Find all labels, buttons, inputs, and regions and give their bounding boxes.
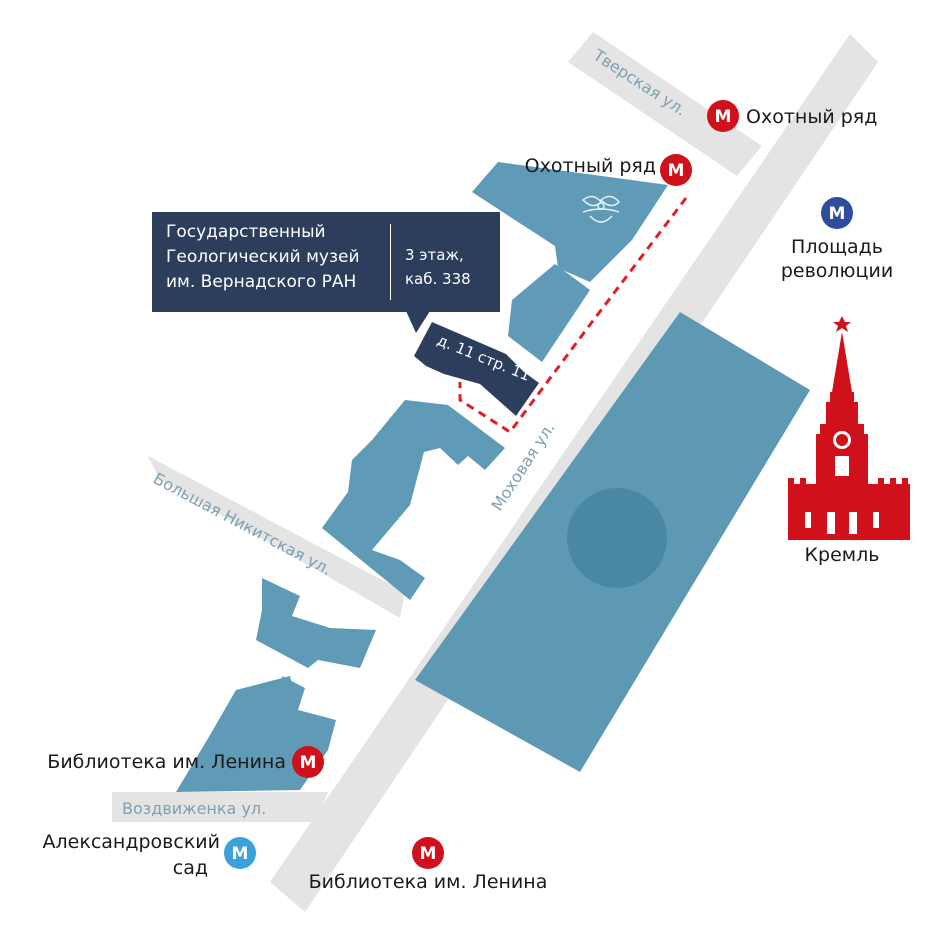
metro-symbol: М — [715, 107, 732, 127]
nikitskaya-road — [148, 456, 405, 618]
metro-marker-okhotny-mid[interactable]: М — [660, 154, 692, 186]
street-label-nikitskaya: Большая Никитская ул. — [150, 469, 335, 579]
museum-building-shape — [414, 322, 539, 416]
park-circle — [567, 488, 667, 588]
station-label-aleksandrovsky-line-1: Александровский — [42, 831, 220, 853]
metro-icon — [412, 837, 444, 869]
museum-emblem-icon — [581, 195, 620, 223]
callout-title-line-2: Геологический музей — [166, 247, 360, 267]
museum-callout: Государственный Геологический музей им. … — [152, 212, 500, 312]
metro-marker-okhotny-top[interactable]: М — [707, 100, 739, 132]
kremlin-label: Кремль — [804, 544, 880, 566]
vozdvizhenka-road — [112, 792, 328, 822]
metro-symbol: М — [668, 161, 685, 181]
metro-marker-ploshchad[interactable]: М — [821, 197, 853, 229]
station-label-okhotny-top: Охотный ряд — [746, 106, 878, 128]
metro-symbol: М — [300, 753, 317, 773]
metro-icon — [224, 837, 256, 869]
metro-marker-aleksandrovsky[interactable]: М — [224, 837, 256, 869]
callout-divider — [390, 224, 391, 300]
tverskaya-road — [568, 32, 762, 176]
metro-symbol: М — [232, 844, 249, 864]
station-label-biblioteka-bottom: Библиотека им. Ленина — [308, 871, 548, 893]
callout-pointer — [406, 311, 430, 333]
callout-title-line-1: Государственный — [166, 222, 326, 242]
metro-icon — [660, 154, 692, 186]
park-block — [415, 312, 810, 772]
metro-marker-biblioteka-left[interactable]: М — [292, 746, 324, 778]
metro-symbol: М — [829, 204, 846, 224]
callout-floor-line-1: 3 этаж, — [405, 246, 464, 264]
metro-symbol: М — [420, 844, 437, 864]
kremlin-tower-icon — [788, 316, 910, 540]
station-label-ploshchad-line-1: Площадь — [791, 236, 883, 258]
metro-icon — [821, 197, 853, 229]
metro-icon — [292, 746, 324, 778]
building-courtyard — [322, 400, 505, 600]
callout-floor-line-2: каб. 338 — [405, 270, 471, 288]
building-nikitskaya-1 — [256, 578, 376, 668]
street-label-vozdvizhenka: Воздвиженка ул. — [122, 799, 266, 818]
station-label-aleksandrovsky-line-2: сад — [172, 857, 208, 879]
building-curved — [508, 264, 590, 362]
building-small — [282, 676, 305, 710]
station-label-okhotny-mid: Охотный ряд — [524, 155, 656, 177]
callout-title-line-3: им. Вернадского РАН — [166, 272, 357, 292]
metro-marker-biblioteka-bottom[interactable]: М — [412, 837, 444, 869]
metro-icon — [707, 100, 739, 132]
building-north — [472, 162, 668, 282]
station-label-biblioteka-left: Библиотека им. Ленина — [47, 751, 286, 773]
station-label-ploshchad-line-2: революции — [780, 260, 894, 282]
